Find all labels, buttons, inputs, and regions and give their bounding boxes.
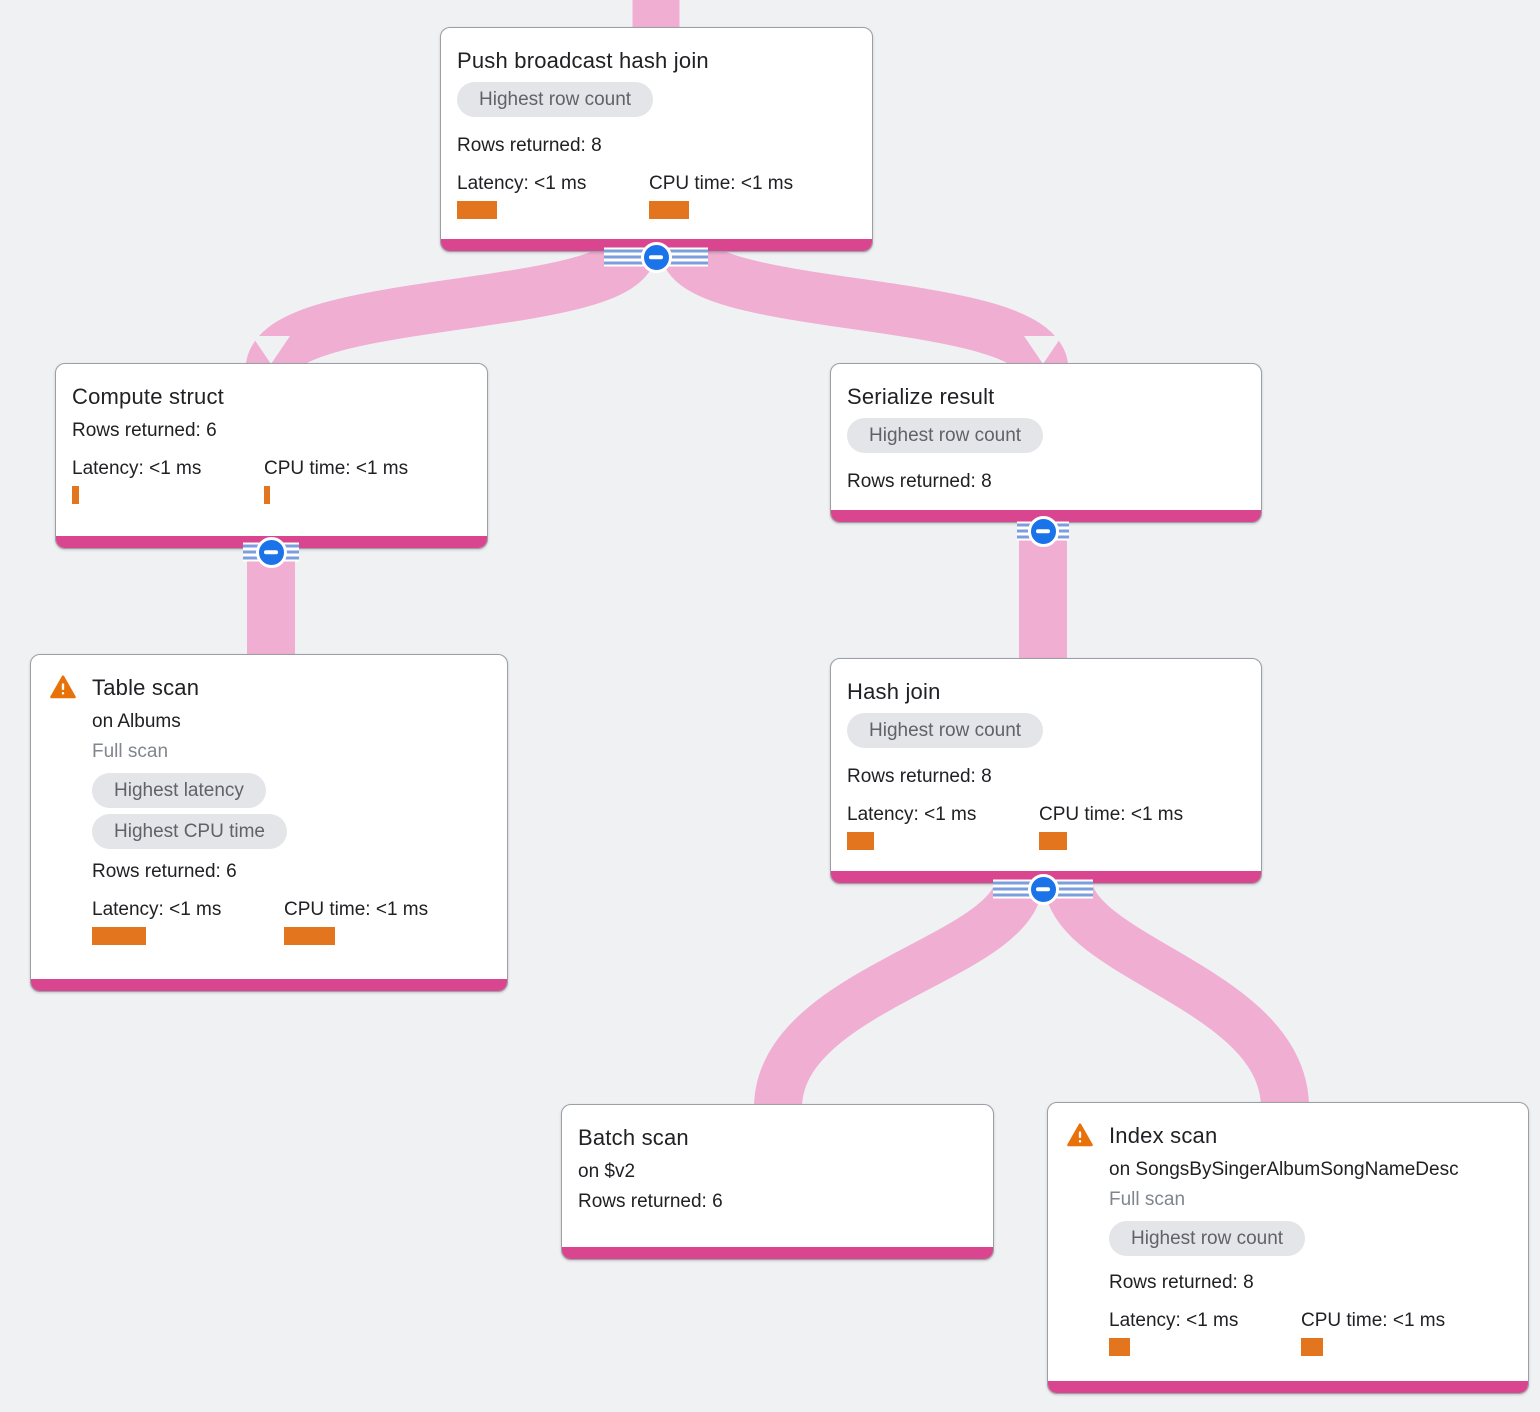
latency-label: Latency: <1 ms [72,458,202,479]
node-accent-bar [562,1247,993,1259]
node-serialize-result[interactable]: Serialize result Highest row count Rows … [830,363,1262,523]
latency-label: Latency: <1 ms [847,804,977,825]
collapse-button[interactable] [1027,873,1059,905]
rows-returned: Rows returned: 8 [847,471,992,492]
cpu-time-label: CPU time: <1 ms [264,458,409,479]
node-title: Batch scan [578,1125,689,1150]
node-title: Table scan [92,675,200,700]
cpu-metric: CPU time: <1 ms [649,171,856,219]
latency-bar [847,832,874,850]
node-compute-struct[interactable]: Compute struct Rows returned: 6 Latency:… [55,363,488,549]
cpu-metric: CPU time: <1 ms [1039,802,1245,850]
cpu-time-bar [1301,1338,1323,1356]
collapse-control-push [604,239,708,275]
cpu-time-label: CPU time: <1 ms [1301,1310,1446,1331]
cpu-metric: CPU time: <1 ms [284,897,491,945]
scan-type: Full scan [1109,1189,1186,1210]
latency-label: Latency: <1 ms [92,899,222,920]
cpu-metric: CPU time: <1 ms [1301,1308,1512,1356]
edge-end-notch [252,336,290,364]
scan-target: on SongsBySingerAlbumSongNameDesc [1109,1159,1459,1180]
rows-returned: Rows returned: 6 [72,420,217,441]
warning-icon [1067,1123,1093,1147]
rows-returned: Rows returned: 6 [578,1191,723,1212]
node-title: Compute struct [72,384,224,409]
node-push-broadcast-hash-join[interactable]: Push broadcast hash join Highest row cou… [440,27,873,252]
latency-metric: Latency: <1 ms [1109,1308,1301,1356]
collapse-button[interactable] [1027,515,1059,547]
cpu-time-label: CPU time: <1 ms [1039,804,1184,825]
badge-highest-row-count: Highest row count [847,713,1044,748]
node-title: Push broadcast hash join [457,48,709,73]
latency-metric: Latency: <1 ms [457,171,649,219]
edge-push-to-compute [245,238,658,376]
warning-icon [50,675,76,699]
node-title: Hash join [847,679,941,704]
node-hash-join[interactable]: Hash join Highest row count Rows returne… [830,658,1262,884]
scan-target: on $v2 [578,1161,636,1182]
badge-highest-row-count: Highest row count [847,418,1044,453]
latency-bar [92,927,146,945]
badge-highest-row-count: Highest row count [1109,1221,1306,1256]
edge-end-notch [1024,336,1062,364]
node-accent-bar [31,979,507,991]
cpu-time-bar [1039,832,1067,850]
edge-hash-to-batch [754,876,1043,1110]
cpu-time-label: CPU time: <1 ms [649,173,794,194]
latency-bar [72,486,79,504]
cpu-time-bar [649,201,689,219]
badge-highest-latency: Highest latency [92,773,266,808]
node-table-scan[interactable]: Table scan on Albums Full scan Highest l… [30,654,508,992]
rows-returned: Rows returned: 8 [457,135,602,156]
latency-label: Latency: <1 ms [457,173,587,194]
latency-metric: Latency: <1 ms [92,897,284,945]
badge-highest-cpu-time: Highest CPU time [92,814,287,849]
scan-target: on Albums [92,711,181,732]
collapse-control-serialize [1017,513,1069,549]
latency-label: Latency: <1 ms [1109,1310,1239,1331]
node-index-scan[interactable]: Index scan on SongsBySingerAlbumSongName… [1047,1102,1529,1394]
edge-push-to-serialize [659,238,1069,376]
latency-bar [1109,1338,1130,1356]
cpu-time-bar [264,486,270,504]
node-accent-bar [1048,1381,1528,1393]
edge-hash-to-index [1044,877,1309,1110]
badge-highest-row-count: Highest row count [457,82,654,117]
cpu-time-bar [284,927,335,945]
latency-bar [457,201,497,219]
node-title: Serialize result [847,384,995,409]
collapse-button[interactable] [640,241,672,273]
node-batch-scan[interactable]: Batch scan on $v2 Rows returned: 6 [561,1104,994,1260]
rows-returned: Rows returned: 8 [847,766,992,787]
collapse-control-compute [243,534,299,570]
cpu-metric: CPU time: <1 ms [264,456,471,504]
rows-returned: Rows returned: 8 [1109,1272,1254,1293]
latency-metric: Latency: <1 ms [72,456,264,504]
rows-returned: Rows returned: 6 [92,861,237,882]
collapse-control-hash [993,871,1093,907]
scan-type: Full scan [92,741,169,762]
collapse-button[interactable] [255,536,287,568]
latency-metric: Latency: <1 ms [847,802,1039,850]
cpu-time-label: CPU time: <1 ms [284,899,429,920]
node-title: Index scan [1109,1123,1218,1148]
